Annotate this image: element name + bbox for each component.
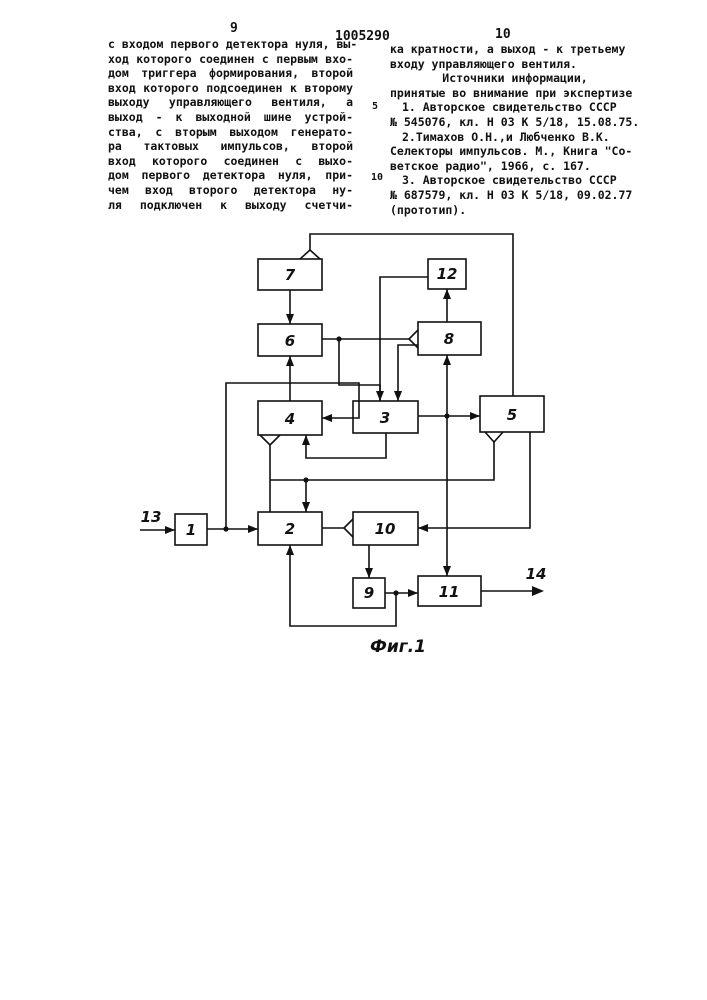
- figure-caption: Фиг.1: [370, 637, 426, 657]
- label-12: 12: [437, 265, 458, 283]
- label-4: 4: [284, 410, 295, 428]
- label-1: 1: [186, 521, 196, 539]
- label-11: 11: [439, 583, 460, 601]
- label-5: 5: [507, 406, 517, 424]
- label-8: 8: [444, 330, 454, 348]
- label-9: 9: [364, 584, 374, 602]
- label-7: 7: [285, 266, 296, 284]
- label-13: 13: [141, 508, 162, 526]
- label-6: 6: [285, 332, 295, 350]
- label-14: 14: [526, 565, 547, 583]
- label-2: 2: [285, 520, 295, 538]
- label-3: 3: [380, 409, 390, 427]
- label-10: 10: [375, 520, 396, 538]
